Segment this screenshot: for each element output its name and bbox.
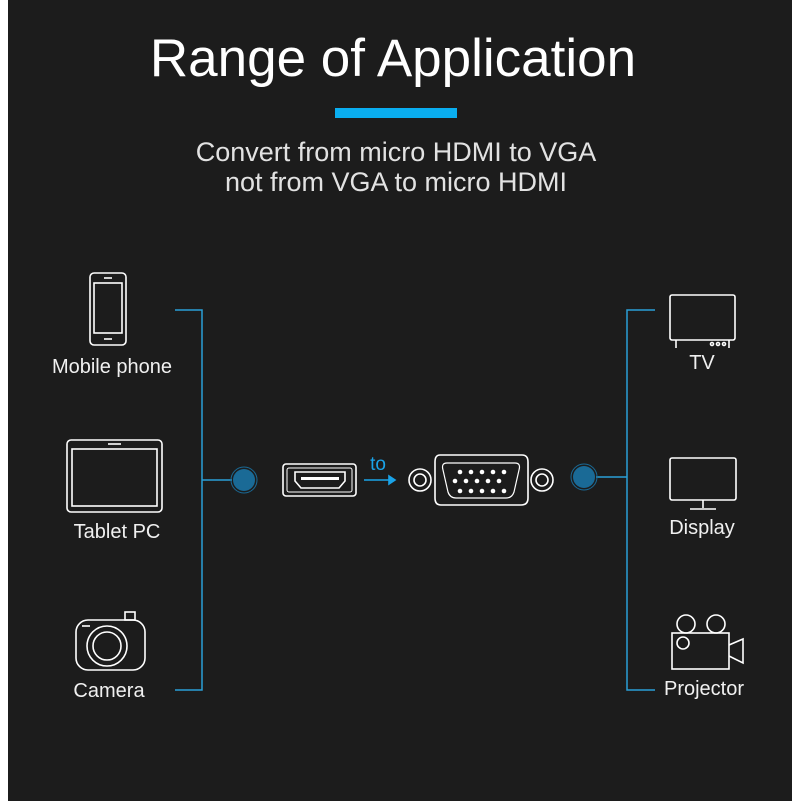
left-bracket-line: [175, 309, 232, 691]
left-node-dot: [230, 466, 258, 494]
tv-icon: [669, 294, 736, 348]
output-label-tv: TV: [689, 352, 715, 374]
output-label-projector: Projector: [663, 678, 745, 700]
hdmi-port-icon: [282, 463, 357, 497]
arrow-right-icon: [364, 474, 397, 486]
background-panel: [8, 0, 792, 801]
tablet-icon: [66, 439, 163, 513]
source-label-tablet: Tablet PC: [73, 521, 161, 543]
source-label-camera: Camera: [73, 680, 145, 702]
vga-port-icon: [408, 454, 554, 506]
output-label-display: Display: [669, 517, 735, 539]
mobile-phone-icon: [89, 272, 127, 346]
title-accent-bar: [335, 108, 457, 118]
page-title: Range of Application: [149, 29, 637, 88]
right-node-dot: [570, 463, 598, 491]
subtitle-line-2: not from VGA to micro HDMI: [224, 167, 568, 197]
subtitle-line-1: Convert from micro HDMI to VGA: [195, 137, 597, 167]
right-bracket-line: [596, 309, 655, 691]
monitor-icon: [669, 457, 737, 510]
connector-label: to: [370, 454, 386, 475]
projector-icon: [671, 614, 744, 670]
camera-icon: [75, 611, 146, 671]
source-label-mobile-phone: Mobile phone: [51, 356, 173, 378]
